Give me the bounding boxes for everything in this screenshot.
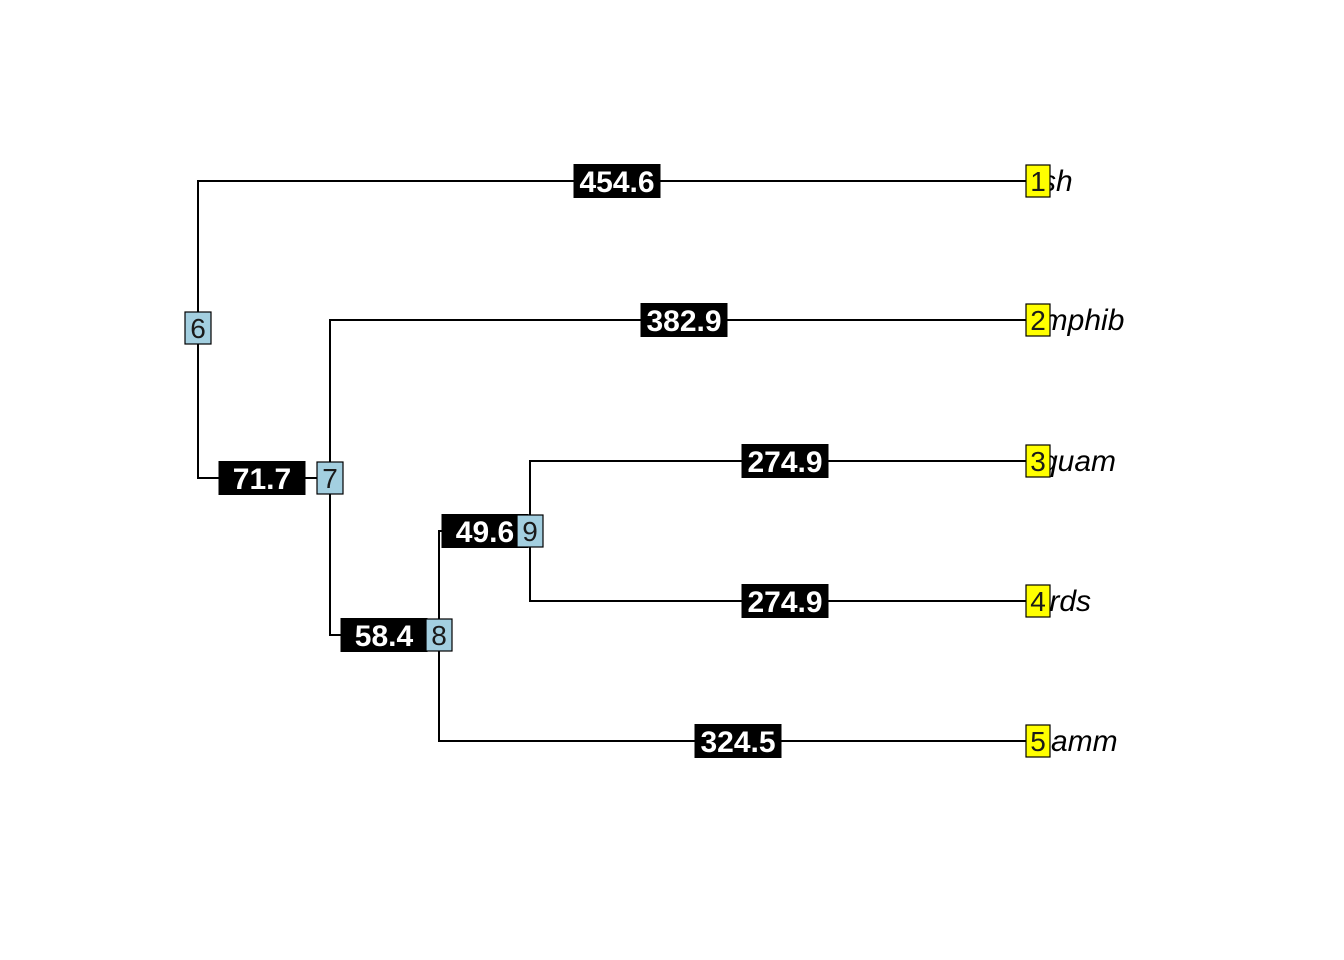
edge-length-background [218,461,306,495]
edge-length-background [340,618,428,652]
tip-node-box [1025,444,1051,478]
edge-9-3 [529,460,1038,531]
edge-length-text: 274.9 [747,446,822,479]
edge-length-text: 71.7 [233,463,291,496]
edge-length-background [694,724,782,758]
edge-length-background [573,164,661,198]
internal-node-box [184,311,212,345]
edges-layer [197,180,1038,742]
internal-node-number: 8 [431,620,447,651]
internal-node-number: 9 [522,516,538,547]
edge-length-label-8-9: 49.6 [441,514,529,549]
edge-length-label-8-5: 324.5 [694,724,782,759]
edge-8-5 [438,635,1038,742]
edge-length-background [741,444,829,478]
edge-length-label-9-4: 274.9 [741,584,829,619]
edge-7-2 [329,319,1038,478]
edge-length-text: 382.9 [646,305,721,338]
edge-length-label-7-2: 382.9 [640,303,728,338]
tip-node-3: 3 [1025,444,1051,478]
internal-node-box [316,461,344,495]
edge-length-background [741,584,829,618]
tip-node-box [1025,303,1051,337]
tip-node-number: 1 [1030,166,1046,197]
edge-length-text: 58.4 [355,620,414,653]
nodes-layer: 6 7 8 9 1 2 3 4 5 [184,164,1051,758]
edge-9-4 [529,531,1038,602]
edge-6-7 [197,328,330,479]
edge-length-label-6-7: 71.7 [218,461,306,496]
internal-node-6: 6 [184,311,212,345]
edge-length-background [640,303,728,337]
edge-length-label-6-1: 454.6 [573,164,661,199]
internal-node-number: 7 [322,463,338,494]
edge-length-background [441,514,529,548]
edge-length-label-9-3: 274.9 [741,444,829,479]
internal-node-number: 6 [190,313,206,344]
tip-node-2: 2 [1025,303,1051,337]
edge-labels-layer: 454.6 71.7 382.9 58.4 49.6 324.5 274.9 274.9 [218,164,829,759]
edge-6-1 [197,180,1038,328]
internal-node-9: 9 [516,514,544,548]
tip-node-number: 4 [1030,586,1046,617]
tip-node-5: 5 [1025,724,1051,758]
edge-length-label-7-8: 58.4 [340,618,428,653]
edge-length-text: 324.5 [700,726,775,759]
edge-length-text: 274.9 [747,586,822,619]
tip-node-box [1025,164,1051,198]
tip-node-number: 3 [1030,446,1046,477]
internal-node-7: 7 [316,461,344,495]
tip-node-number: 2 [1030,305,1046,336]
internal-node-box [425,618,453,652]
edge-7-8 [329,478,439,636]
internal-node-8: 8 [425,618,453,652]
tip-node-1: 1 [1025,164,1051,198]
edge-length-text: 454.6 [579,166,654,199]
tip-node-box [1025,724,1051,758]
tip-node-4: 4 [1025,584,1051,618]
tip-node-box [1025,584,1051,618]
internal-node-box [516,514,544,548]
tip-node-number: 5 [1030,726,1046,757]
edge-length-text: 49.6 [456,516,514,549]
